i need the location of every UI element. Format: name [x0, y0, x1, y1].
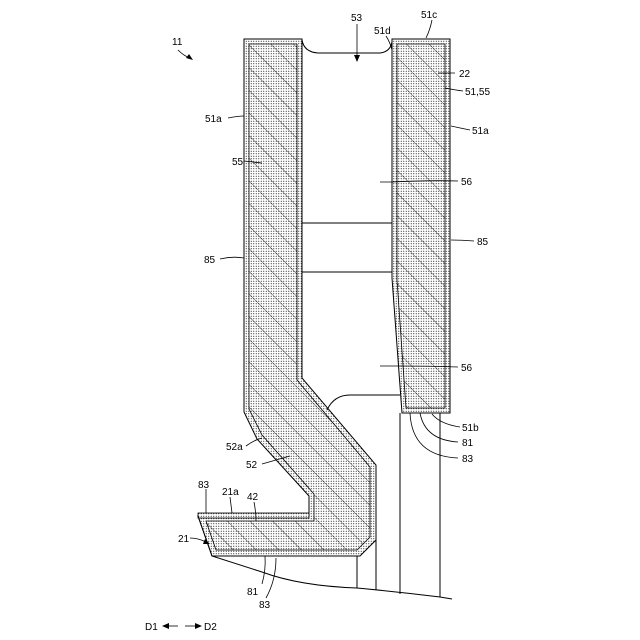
label-51b: 51b [462, 423, 479, 434]
label-81-right: 81 [462, 438, 474, 449]
left-member [198, 39, 376, 556]
label-83-bottom: 83 [259, 600, 271, 611]
right-member-body [397, 44, 445, 408]
label-83-left: 83 [198, 480, 210, 491]
label-52a: 52a [226, 442, 243, 453]
label-21: 21 [178, 534, 190, 545]
label-51-55: 51,55 [465, 87, 490, 98]
label-51a-left: 51a [205, 114, 222, 125]
label-83-right: 83 [462, 454, 474, 465]
label-56-lower: 56 [461, 363, 473, 374]
label-51c: 51c [421, 10, 437, 21]
label-51a-right: 51a [472, 126, 489, 137]
label-d1: D1 [145, 622, 158, 633]
label-21a: 21a [222, 487, 239, 498]
label-d2: D2 [204, 622, 217, 633]
label-55: 55 [232, 157, 244, 168]
label-52: 52 [246, 460, 258, 471]
direction-indicator [162, 623, 202, 629]
label-51d: 51d [374, 26, 391, 37]
plate-21a [198, 513, 309, 518]
label-85-right: 85 [477, 237, 489, 248]
arrow-left-icon [162, 623, 169, 629]
label-81-bottom: 81 [247, 587, 259, 598]
right-member [392, 39, 450, 413]
label-22: 22 [459, 69, 471, 80]
label-53: 53 [351, 13, 363, 24]
left-member-body [206, 44, 370, 550]
label-11: 11 [172, 37, 183, 48]
arrow-right-icon [195, 623, 202, 629]
label-56-upper: 56 [461, 177, 473, 188]
label-85-left: 85 [204, 255, 216, 266]
label-42: 42 [247, 492, 259, 503]
